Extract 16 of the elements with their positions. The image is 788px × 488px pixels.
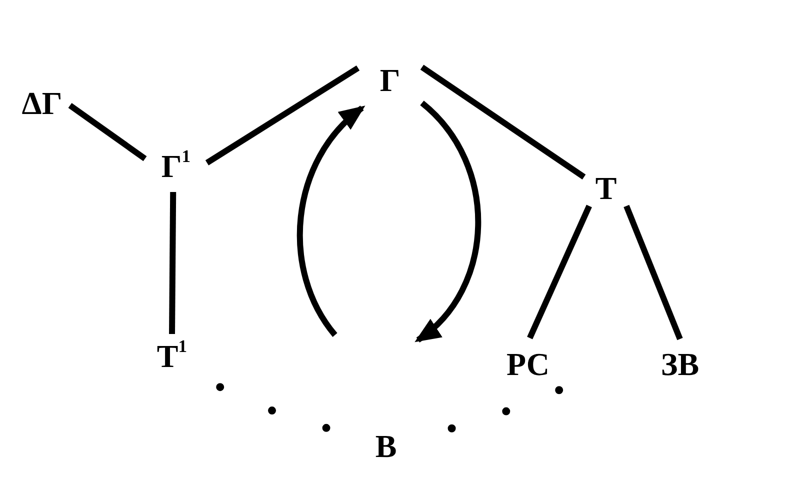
connector-line [205, 65, 360, 166]
connector-line [624, 204, 683, 340]
curved-arrow [296, 105, 366, 337]
node-label: ЗВ [648, 339, 712, 389]
node-label: Т$^{1}$ [144, 334, 200, 378]
curved-arrow [414, 100, 482, 342]
node-label: Г$^{1}$ [145, 140, 207, 192]
connector-line [68, 102, 147, 162]
node-label: РС [490, 338, 566, 390]
node-label: Т [584, 170, 628, 206]
node-label: Г [358, 52, 422, 108]
connector-line [420, 64, 586, 180]
node-label: ΔГ [14, 85, 70, 121]
connector-line [169, 192, 176, 334]
node-label: В [366, 428, 406, 464]
connector-line [527, 204, 592, 340]
